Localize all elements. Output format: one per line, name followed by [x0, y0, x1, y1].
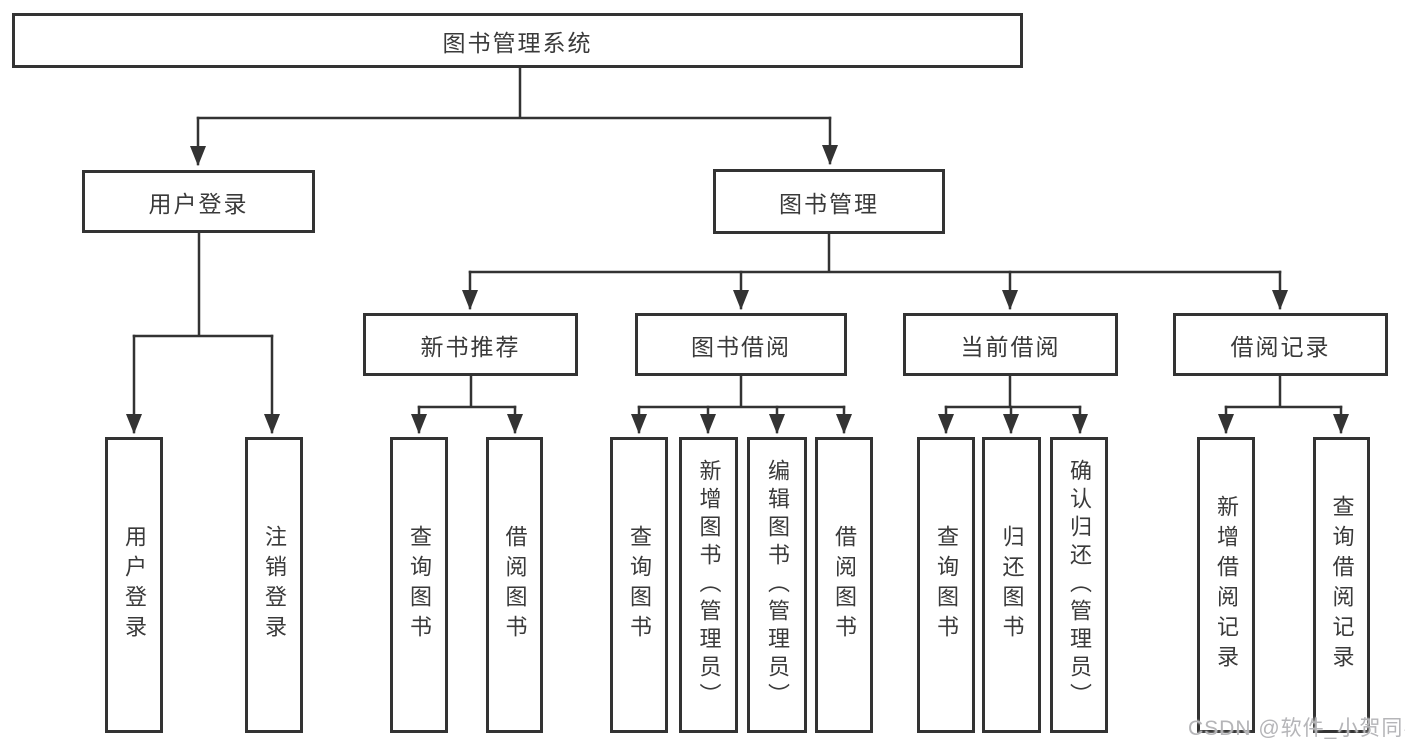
leaf-query-books-borrow: 查询图书 [610, 437, 668, 733]
node-borrowing-records: 借阅记录 [1173, 313, 1388, 376]
leaf-edit-book-admin: 编辑图书（管理员） [747, 437, 807, 733]
leaf-user-login: 用户登录 [105, 437, 163, 733]
connector-book-borrow-trunk [637, 374, 846, 409]
node-current-borrowing: 当前借阅 [903, 313, 1118, 376]
leaf-borrow-books-recommend: 借阅图书 [486, 437, 543, 733]
connector-root-trunk [196, 66, 832, 120]
connector-new-book-trunk [417, 374, 517, 409]
leaf-logout: 注销登录 [245, 437, 303, 733]
leaf-query-borrow-record: 查询借阅记录 [1313, 437, 1370, 733]
leaf-add-borrow-record: 新增借阅记录 [1197, 437, 1255, 733]
connector-book-mgmt-trunk [468, 232, 1282, 274]
csdn-watermark: CSDN @软件_小贺同学 [1188, 717, 1405, 740]
leaf-borrow-books-borrow: 借阅图书 [815, 437, 873, 733]
node-book-borrowing: 图书借阅 [635, 313, 847, 376]
leaf-query-books-current: 查询图书 [917, 437, 975, 733]
node-user-login: 用户登录 [82, 170, 315, 233]
node-new-book-recommend: 新书推荐 [363, 313, 578, 376]
connector-borrow-records-trunk [1224, 374, 1343, 409]
leaf-return-books: 归还图书 [982, 437, 1041, 733]
connector-user-login-trunk [132, 231, 274, 338]
node-book-management: 图书管理 [713, 169, 945, 234]
leaf-query-books-recommend: 查询图书 [390, 437, 448, 733]
leaf-add-book-admin: 新增图书（管理员） [679, 437, 738, 733]
node-system-root: 图书管理系统 [12, 13, 1023, 68]
connector-current-borrow-trunk [944, 374, 1082, 409]
leaf-confirm-return-admin: 确认归还（管理员） [1050, 437, 1108, 733]
